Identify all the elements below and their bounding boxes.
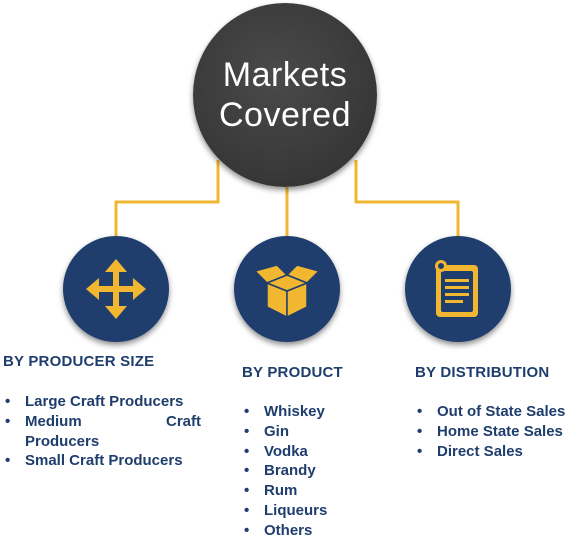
producer-size-list: Large Craft Producers MediumCraftProduce… [3, 392, 203, 471]
hub-title-line2: Covered [218, 96, 351, 134]
distribution-list: Out of State Sales Home State Sales Dire… [415, 402, 575, 461]
hub-title-line1: Markets [222, 56, 348, 94]
product-heading: BY PRODUCT [242, 364, 343, 381]
list-item: Liqueurs [242, 501, 392, 521]
list-item: Brandy [242, 461, 392, 481]
list-item: Large Craft Producers [3, 392, 203, 412]
list-item: Rum [242, 481, 392, 501]
product-node [234, 236, 340, 342]
connector-right [354, 160, 460, 240]
product-list: Whiskey Gin Vodka Brandy Rum Liqueurs Ot… [242, 402, 392, 541]
list-item: Home State Sales [415, 422, 575, 442]
arrows-move-icon [86, 259, 146, 319]
list-item: Others [242, 521, 392, 541]
list-item: Direct Sales [415, 442, 575, 462]
producer-size-heading: BY PRODUCER SIZE [3, 353, 155, 370]
connector-left [114, 160, 220, 240]
producer-size-node [63, 236, 169, 342]
markets-covered-hub: Markets Covered [193, 3, 377, 187]
clipboard-document-icon [435, 260, 478, 317]
open-box-icon [254, 264, 320, 318]
list-item: Out of State Sales [415, 402, 575, 422]
distribution-heading: BY DISTRIBUTION [415, 364, 550, 381]
list-item: Gin [242, 422, 392, 442]
list-item: Vodka [242, 442, 392, 462]
list-item: Whiskey [242, 402, 392, 422]
distribution-node [405, 236, 511, 342]
list-item: Small Craft Producers [3, 451, 203, 471]
list-item-line: Producers [25, 432, 100, 450]
